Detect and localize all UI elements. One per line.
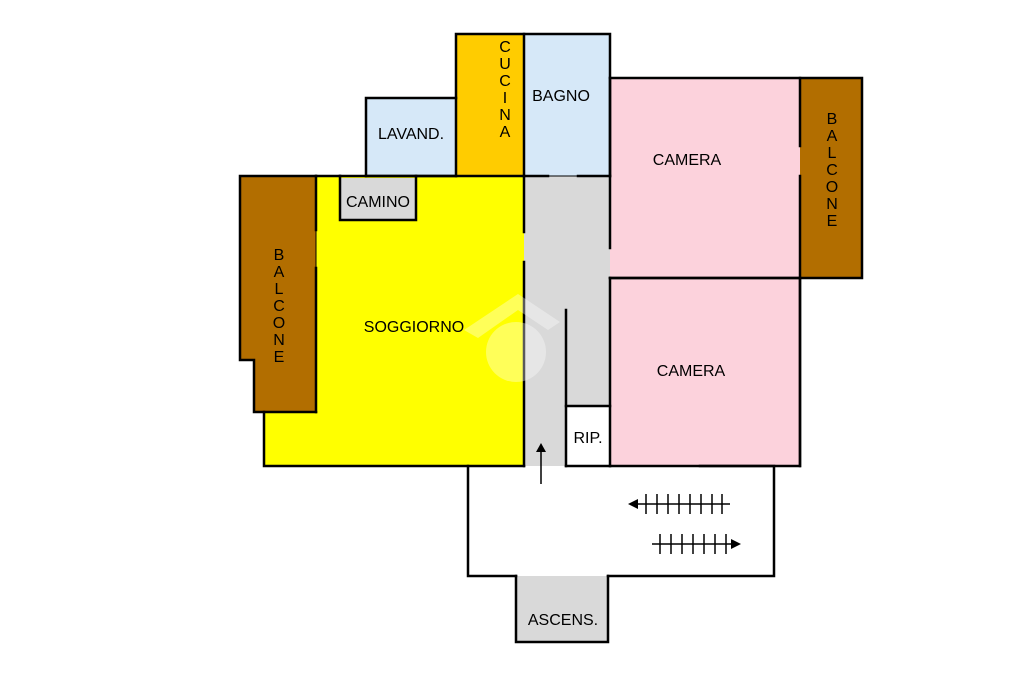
stair-down [632,494,730,514]
rip-area [566,406,610,466]
ascens-label: ASCENS. [528,612,598,629]
house-watermark-icon [464,294,560,382]
camera-top-label: CAMERA [653,152,722,169]
camera-bottom-area [610,278,800,466]
walls [238,32,864,644]
lavand-label: LAVAND. [378,126,444,143]
bagno-label: BAGNO [532,88,590,105]
camino-label: CAMINO [346,194,410,211]
balcone-left-area [240,176,316,412]
arrow-up-icon-head [536,443,546,452]
landing-area [468,466,774,576]
door-marks [315,175,578,268]
cucina-area [456,34,524,176]
soggiorno-area [264,176,524,466]
stairs-right-arrow-icon [731,539,741,549]
rip-label: RIP. [573,430,602,447]
stair-up [652,534,736,554]
stairs-left-arrow-icon [628,499,638,509]
camino-area [340,178,416,220]
lavand-area [366,98,456,176]
camera-top-area [610,78,800,278]
bagno-area [524,34,610,176]
camera-bottom-label: CAMERA [657,363,726,380]
balcone-right-area [800,78,862,278]
soggiorno-label: SOGGIORNO [364,319,464,336]
ascens-area [516,576,608,642]
